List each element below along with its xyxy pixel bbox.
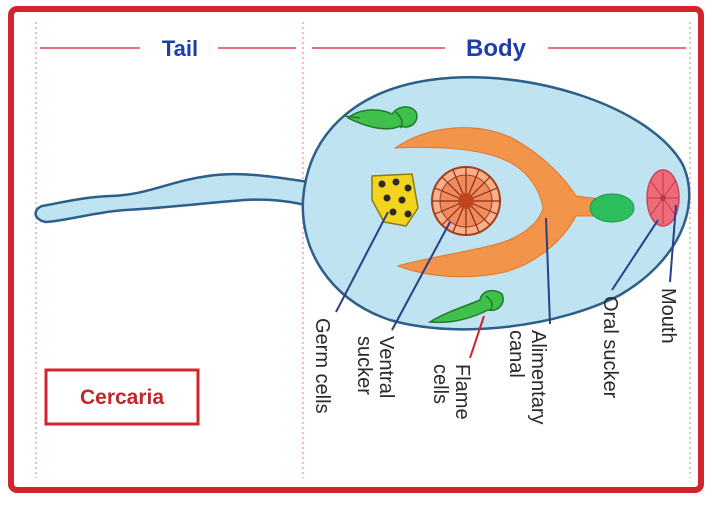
svg-text:cells: cells (429, 364, 451, 404)
svg-text:Oral sucker: Oral sucker (599, 296, 621, 399)
pharynx (590, 194, 634, 222)
label-mouth: Mouth (657, 288, 679, 344)
diagram-title: Cercaria (80, 386, 164, 409)
svg-text:Flame: Flame (451, 364, 473, 420)
body-label: Body (466, 35, 527, 62)
svg-text:canal: canal (505, 330, 527, 378)
svg-text:Ventral: Ventral (375, 336, 397, 398)
tail-label: Tail (162, 36, 198, 61)
ventral-sucker (432, 167, 500, 235)
svg-text:sucker: sucker (353, 336, 375, 395)
label-oral-sucker: Oral sucker (599, 296, 621, 399)
label-ventral-sucker: Ventral sucker (353, 336, 397, 398)
svg-text:Germ cells: Germ cells (311, 318, 333, 414)
title-box: Cercaria (46, 370, 198, 424)
label-germ-cells: Germ cells (311, 318, 333, 414)
svg-text:Mouth: Mouth (657, 288, 679, 344)
svg-text:Alimentary: Alimentary (527, 330, 549, 424)
